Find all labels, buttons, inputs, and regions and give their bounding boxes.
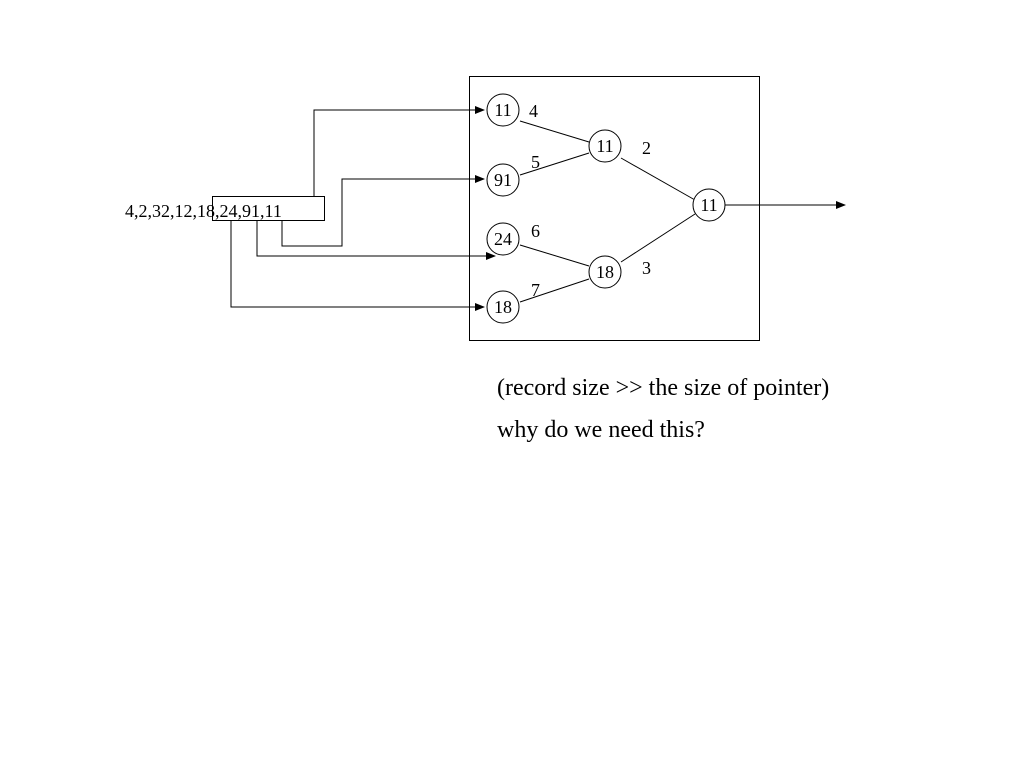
internal-node-1-value: 11	[596, 136, 613, 156]
pointer-arrow-11	[313, 106, 485, 197]
edge-internal1-root	[620, 157, 696, 201]
input-sequence-boxed: 18,24,91,11	[197, 201, 282, 221]
edge-label-leaf2: 5	[531, 152, 540, 172]
leaf-node-1: 11	[486, 93, 520, 127]
internal-node-2: 18	[588, 255, 622, 289]
note-record-size: (record size >> the size of pointer)	[497, 375, 830, 401]
input-sequence-prefix: 4,2,32,12,	[125, 201, 197, 221]
leaf-node-4-value: 18	[494, 297, 512, 317]
edge-label-leaf3: 6	[531, 221, 540, 241]
edge-leaf1-internal1	[519, 120, 590, 143]
leaf-node-4: 18	[486, 290, 520, 324]
edge-label-leaf4: 7	[531, 280, 540, 300]
internal-node-1: 11	[588, 129, 622, 163]
edge-internal2-root	[620, 213, 696, 263]
tree-frame	[469, 76, 760, 341]
edge-leaf2-internal1	[519, 152, 590, 176]
pointer-arrow-18	[230, 221, 485, 311]
note-question: why do we need this?	[497, 417, 705, 443]
pointer-arrow-24	[256, 221, 496, 260]
edge-leaf4-internal2	[519, 278, 590, 303]
leaf-node-3-value: 24	[494, 229, 512, 249]
internal-node-2-value: 18	[596, 262, 614, 282]
leaf-node-2-value: 91	[494, 170, 512, 190]
edge-label-leaf1: 4	[529, 101, 538, 121]
edge-leaf3-internal2	[519, 244, 590, 267]
edge-label-internal1: 2	[642, 138, 651, 158]
pointer-arrow-91	[281, 175, 485, 247]
edge-label-internal2: 3	[642, 258, 651, 278]
leaf-node-1-value: 11	[494, 100, 511, 120]
leaf-node-3: 24	[486, 222, 520, 256]
input-window-box	[212, 196, 325, 221]
root-node: 11	[692, 188, 726, 222]
root-node-value: 11	[700, 195, 717, 215]
leaf-node-2: 91	[486, 163, 520, 197]
input-sequence: 4,2,32,12,18,24,91,11	[125, 201, 282, 221]
